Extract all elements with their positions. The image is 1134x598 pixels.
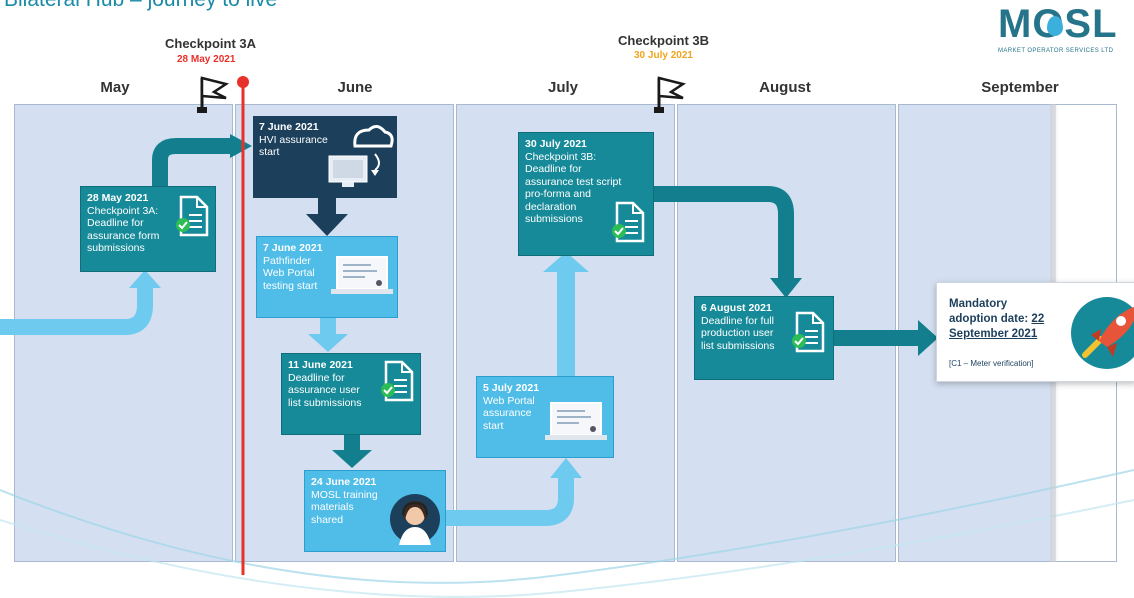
milestone-text-line: list submissions [701, 339, 775, 352]
milestone-date: 7 June 2021 [263, 242, 323, 254]
adoption-date-day: 22 [1031, 313, 1045, 325]
milestone-text-line: pro-forma and [525, 188, 591, 200]
milestone-text-line: Deadline for full [701, 314, 774, 327]
milestone-date: 7 June 2021 [259, 121, 319, 133]
milestone-text-line: assurance user [288, 384, 360, 396]
logo-drop-icon [1047, 16, 1063, 36]
milestone-text-line: Web Portal [263, 267, 315, 279]
laptop-icon [545, 402, 607, 440]
milestone-text-line: shared [311, 513, 344, 526]
month-label-september: September [981, 79, 1059, 96]
milestone-text-line: production user [701, 327, 774, 339]
adoption-title-line: Mandatory [949, 298, 1008, 310]
milestone-text-line: declaration [525, 200, 577, 213]
milestone-text-line: Deadline for [525, 163, 582, 175]
milestone-text-line: Pathfinder [263, 254, 311, 267]
milestone-7-june-pathfinder: 7 June 2021 Pathfinder Web Portal testin… [256, 236, 398, 318]
milestone-text-line: HVI assurance [259, 133, 328, 146]
logo-subtitle: MARKET OPERATOR SERVICES LTD [998, 48, 1114, 54]
document-check-icon [792, 311, 825, 353]
milestone-date: 11 June 2021 [288, 359, 353, 371]
milestone-11-june: 11 June 2021 Deadline for assurance user… [281, 353, 421, 435]
milestone-text-line: Checkpoint 3A: [87, 204, 159, 217]
milestone-6-august: 6 August 2021 Deadline for full producti… [694, 296, 834, 380]
milestone-date: 5 July 2021 [483, 382, 540, 394]
slide-title: Bilateral Hub – journey to live [4, 0, 277, 12]
milestone-text-line: assurance form [87, 229, 160, 242]
month-label-july: July [547, 79, 578, 96]
checkpoint-3a-date: 28 May 2021 [177, 54, 236, 65]
milestone-28-may: 28 May 2021 Checkpoint 3A: Deadline for … [80, 186, 216, 272]
mosl-logo: MOSL MARKET OPERATOR SERVICES LTD [990, 2, 1130, 62]
document-check-icon [612, 201, 645, 243]
laptop-icon [331, 256, 393, 294]
checkpoint-3a-label: Checkpoint 3A [165, 36, 257, 51]
milestone-30-july: 30 July 2021 Checkpoint 3B: Deadline for… [518, 132, 654, 256]
mandatory-adoption-card: Mandatory adoption date: 22 September 20… [936, 282, 1134, 382]
milestone-date: 24 June 2021 [311, 476, 377, 488]
support-agent-icon [390, 494, 440, 545]
adoption-date-month: September 2021 [949, 328, 1038, 340]
milestone-text-line: Deadline for [87, 217, 144, 229]
checkpoint-3b-label: Checkpoint 3B [618, 33, 710, 48]
milestone-text-line: start [259, 146, 280, 158]
milestone-text-line: Deadline for [288, 371, 345, 384]
milestone-7-june-hvi: 7 June 2021 HVI assurance start [253, 116, 397, 198]
document-check-icon [176, 195, 209, 237]
checkpoint-3b-date: 30 July 2021 [634, 50, 693, 61]
adoption-title: Mandatory adoption date: 22 September 20… [949, 297, 1064, 342]
milestone-5-july: 5 July 2021 Web Portal assurance start [476, 376, 614, 458]
flag-icon-3a [197, 76, 230, 113]
milestone-text-line: submissions [87, 242, 145, 254]
adoption-note: [C1 – Meter verification] [949, 359, 1034, 368]
milestone-date: 28 May 2021 [87, 192, 149, 204]
milestone-date: 30 July 2021 [525, 138, 587, 150]
milestone-text-line: submissions [525, 213, 583, 225]
flag-icon-3b [654, 76, 687, 113]
month-label-may: May [100, 79, 130, 96]
month-label-june: June [337, 79, 373, 96]
milestone-text-line: materials [311, 501, 354, 513]
milestone-24-june: 24 June 2021 MOSL training materials sha… [304, 470, 446, 552]
cloud-computer-icon [328, 125, 394, 187]
milestone-text-line: Checkpoint 3B: [525, 150, 597, 163]
milestone-text-line: start [483, 419, 504, 432]
month-label-august: August [759, 79, 811, 96]
milestone-date: 6 August 2021 [701, 302, 772, 314]
milestone-text-line: MOSL training [311, 488, 378, 501]
adoption-title-line: adoption date: [949, 313, 1032, 325]
milestone-text-line: list submissions [288, 396, 362, 409]
milestone-text-line: assurance test script [525, 175, 622, 188]
milestone-text-line: testing start [263, 279, 318, 292]
milestone-text-line: assurance [483, 407, 532, 419]
document-check-icon [381, 360, 414, 402]
milestone-text-line: Web Portal [483, 394, 535, 407]
rocket-icon [1071, 297, 1134, 369]
